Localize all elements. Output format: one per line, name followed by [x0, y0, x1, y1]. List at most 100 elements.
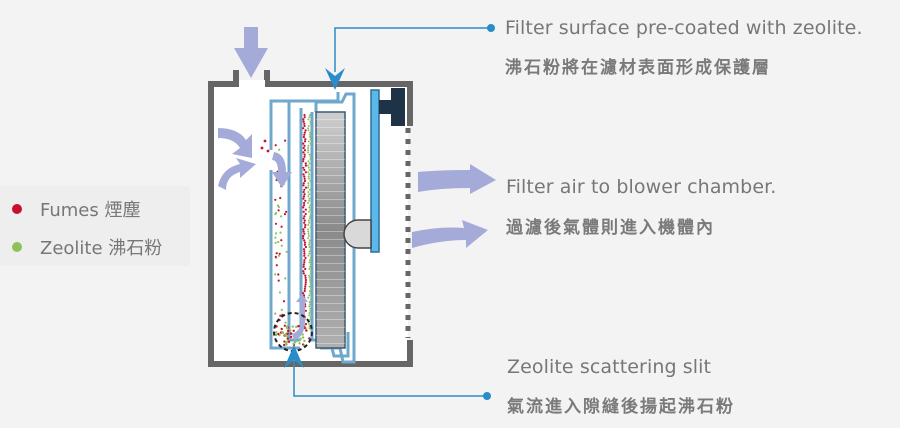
callout-dot [487, 24, 495, 32]
fume-particle [303, 193, 306, 196]
zeolite-particle [307, 202, 309, 204]
legend-item-zeolite: Zeolite 沸石粉 [12, 234, 162, 260]
zeolite-particle [308, 290, 311, 292]
curved-arrow-icon [272, 152, 292, 188]
zeolite-particle [307, 118, 310, 121]
fume-particle [304, 256, 307, 260]
fume-particle [284, 139, 287, 142]
zeolite-particle [284, 277, 287, 280]
fume-particle [303, 226, 307, 229]
zeolite-particle [303, 339, 306, 343]
fume-particle [304, 322, 308, 326]
fume-particle [302, 263, 305, 266]
fume-particle [302, 292, 305, 295]
zeolite-particle [307, 149, 310, 152]
fume-particle [302, 146, 305, 150]
zeolite-particle [274, 331, 278, 334]
zeolite-particle [309, 120, 312, 123]
zeolite-particle [285, 325, 289, 328]
fume-particle [303, 188, 306, 191]
zeolite-particle [301, 336, 305, 339]
arrowhead-icon [284, 345, 304, 368]
fume-particle [277, 209, 280, 212]
zeolite-particle [309, 131, 312, 134]
zeolite-particle [308, 325, 311, 328]
fume-particle [303, 204, 306, 207]
callout-dot [483, 392, 491, 400]
zeolite-particle [289, 329, 292, 332]
fume-particle [303, 219, 306, 222]
fume-particle [277, 273, 280, 276]
zeolite-particle [309, 263, 312, 266]
zeolite-particle [309, 283, 312, 286]
zeolite-particle [278, 148, 281, 151]
zeolite-particle [292, 342, 295, 345]
fume-particle [304, 199, 307, 202]
fume-particle [303, 168, 306, 172]
fume-particle [303, 287, 306, 290]
zeolite-particle [278, 291, 281, 294]
fume-particle [287, 340, 291, 343]
zeolite-particle [308, 301, 311, 303]
fume-particle [302, 248, 306, 251]
fume-particle [302, 142, 305, 145]
zeolite-particle [277, 240, 280, 244]
fume-particle [289, 332, 293, 335]
fume-particle [280, 239, 283, 242]
zeolite-particle [280, 244, 283, 247]
zeolite-particle [284, 334, 287, 337]
fume-particle [302, 160, 305, 163]
fume-particle [303, 140, 307, 143]
zeolite-particle [309, 248, 312, 251]
zeolite-particle [308, 274, 311, 277]
fume-particle [304, 274, 307, 277]
zeolite-particle [309, 213, 312, 215]
zeolite-particle [309, 279, 312, 281]
zeolite-particle [279, 231, 282, 234]
zeolite-particle [309, 138, 312, 141]
zeolite-particle [309, 298, 312, 301]
zeolite-particle [307, 184, 310, 187]
fume-particle [303, 179, 307, 183]
zeolite-particle [309, 208, 312, 211]
zeolite-particle [285, 343, 288, 346]
zeolite-particle [309, 318, 312, 321]
fume-particle [278, 252, 281, 255]
zeolite-particle [274, 236, 277, 239]
fume-particle [303, 243, 306, 246]
fume-particle [302, 118, 305, 121]
zeolite-particle [307, 164, 310, 167]
zeolite-particle [308, 261, 311, 264]
zeolite-particle [308, 116, 311, 119]
arrow-right-icon [418, 164, 496, 194]
fume-particle [302, 182, 305, 185]
fume-particle [304, 162, 307, 165]
fume-particle [274, 255, 277, 258]
zeolite-particle [280, 308, 283, 311]
zeolite-particle [308, 162, 311, 165]
zeolite-particle [309, 259, 311, 262]
zeolite-particle [298, 342, 301, 345]
zeolite-particle [307, 127, 310, 130]
fume-particle [304, 164, 307, 167]
zeolite-particle [310, 287, 312, 290]
fume-particle [303, 239, 306, 242]
zeolite-particle [307, 224, 310, 226]
zeolite-particle [301, 333, 304, 336]
zeolite-particle [307, 219, 310, 222]
fume-particle [304, 309, 307, 312]
fume-particle [304, 208, 307, 211]
zeolite-particle [307, 228, 310, 231]
fume-particle [277, 279, 280, 282]
fume-particle [304, 276, 307, 279]
zeolite-particle [309, 316, 312, 319]
fume-particle [274, 198, 277, 201]
zeolite-particle [308, 285, 311, 288]
fume-particle [303, 113, 306, 117]
callout-filter-surface-en: Filter surface pre-coated with zeolite. [505, 17, 863, 39]
fume-particle [302, 197, 305, 200]
fume-particle [302, 135, 305, 139]
zeolite-particle [308, 305, 311, 308]
zeolite-particle [307, 129, 310, 132]
fume-particle [303, 254, 306, 257]
